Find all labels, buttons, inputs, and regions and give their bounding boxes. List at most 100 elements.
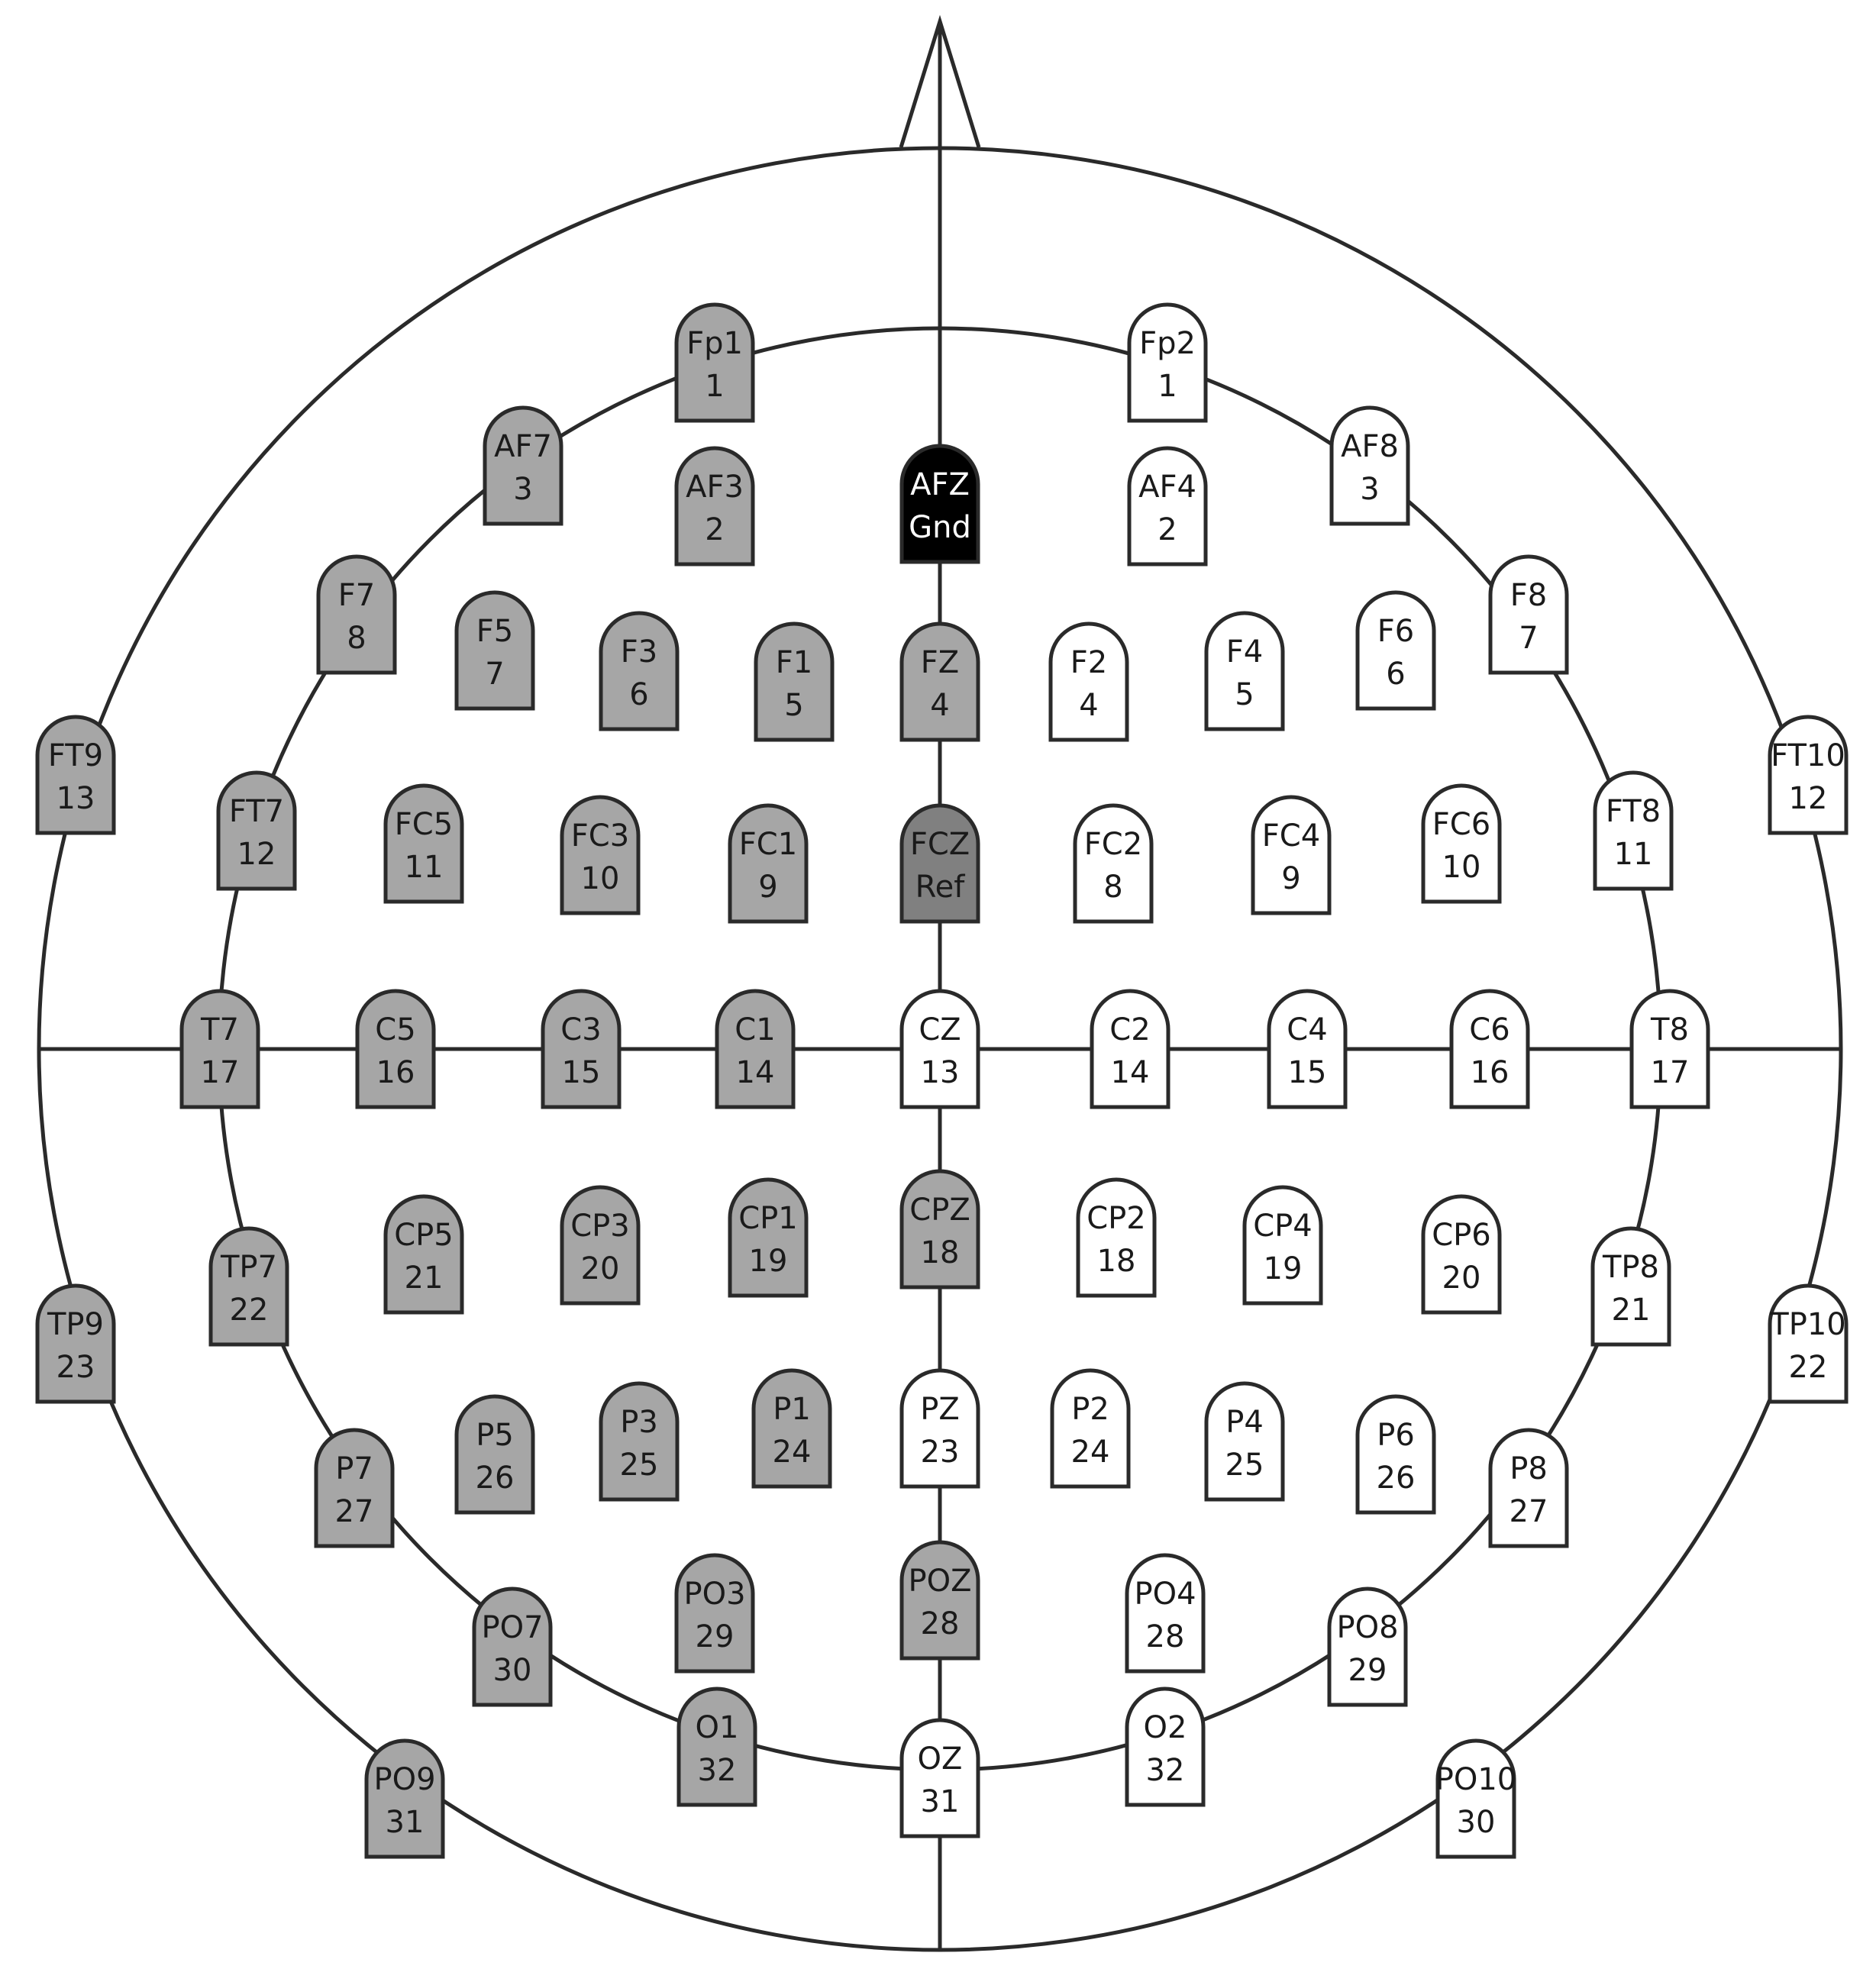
electrode-channel: 12	[237, 837, 276, 872]
electrode-cap	[1329, 405, 1410, 526]
electrode-cap	[1421, 1194, 1502, 1315]
electrode-name: O2	[1144, 1710, 1187, 1745]
electrode-channel: 27	[335, 1494, 374, 1529]
electrode-cap	[1048, 621, 1129, 742]
electrode-channel: 3	[1360, 472, 1379, 507]
electrode-channel: 32	[698, 1753, 737, 1788]
electrode-name: PZ	[920, 1392, 960, 1427]
electrode-cap	[1449, 989, 1530, 1109]
electrode-channel: 7	[1519, 621, 1538, 656]
electrode-channel: 1	[705, 369, 724, 404]
electrode-fz: FZ4	[899, 621, 980, 742]
electrode-cap	[1593, 770, 1674, 891]
electrode-name: AF7	[494, 429, 552, 464]
electrode-channel: 8	[347, 621, 366, 656]
electrode-cap	[899, 1718, 980, 1838]
electrode-channel: 6	[629, 677, 648, 712]
electrode-channel: 5	[1235, 677, 1254, 712]
electrode-channel: 4	[1079, 688, 1098, 723]
electrode-cap	[1127, 446, 1208, 566]
electrode-name: F2	[1070, 645, 1107, 680]
electrode-cap	[35, 715, 116, 835]
electrode-cap	[1327, 1586, 1408, 1707]
electrode-name: FT8	[1606, 794, 1661, 829]
electrode-channel: 23	[57, 1350, 95, 1385]
electrode-channel: 8	[1103, 870, 1122, 905]
electrode-channel: 28	[921, 1606, 960, 1641]
electrode-name: AFZ	[910, 467, 970, 502]
electrode-cap	[454, 1394, 535, 1515]
electrode-f5: F57	[454, 590, 535, 711]
electrode-cap	[483, 405, 563, 526]
electrode-cap	[1768, 1283, 1849, 1404]
electrode-cap	[35, 1283, 116, 1404]
electrode-channel: 29	[1348, 1653, 1387, 1688]
electrode-cap	[899, 989, 980, 1109]
electrode-name: P7	[335, 1451, 373, 1486]
electrode-channel: 29	[696, 1619, 735, 1654]
electrode-name: C5	[375, 1012, 415, 1047]
electrode-channel: 30	[1457, 1805, 1496, 1840]
electrode-name: P2	[1071, 1392, 1109, 1427]
electrode-cap	[355, 989, 436, 1109]
electrode-cap	[751, 1368, 832, 1489]
electrode-name: FZ	[921, 645, 959, 680]
electrode-name: T8	[1650, 1012, 1689, 1047]
electrode-name: F8	[1510, 578, 1547, 613]
electrode-cap	[216, 770, 297, 891]
electrode-cap	[728, 803, 809, 924]
electrode-name: CP5	[394, 1218, 454, 1253]
electrode-name: C3	[560, 1012, 601, 1047]
electrode-cap	[899, 1368, 980, 1489]
electrode-name: CP1	[738, 1201, 798, 1236]
electrode-name: FC6	[1432, 807, 1490, 842]
electrode-name: CP2	[1087, 1201, 1146, 1236]
electrode-channel: Ref	[915, 870, 966, 905]
electrode-name: P1	[773, 1392, 811, 1427]
electrode-channel: 20	[1442, 1260, 1481, 1296]
electrode-name: CP6	[1432, 1218, 1491, 1253]
electrode-cap	[1125, 1553, 1206, 1674]
electrode-cap	[1421, 783, 1502, 904]
electrode-channel: 31	[386, 1805, 425, 1840]
electrode-cap	[754, 621, 835, 742]
electrode-name: P4	[1225, 1405, 1264, 1440]
electrode-name: FT9	[48, 738, 103, 773]
electrode-name: F3	[621, 634, 657, 670]
electrode-channel: 17	[201, 1055, 240, 1090]
electrode-name: CZ	[919, 1012, 961, 1047]
electrode-channel: 25	[1225, 1448, 1264, 1483]
electrode-channel: 26	[1377, 1461, 1416, 1496]
electrode-f4: F45	[1204, 611, 1285, 731]
electrode-name: TP10	[1769, 1307, 1845, 1342]
electrode-cap	[560, 1185, 641, 1306]
electrode-cap	[1435, 1738, 1516, 1859]
electrode-name: C1	[735, 1012, 775, 1047]
electrode-cap	[1125, 1687, 1206, 1807]
electrode-name: P3	[620, 1405, 658, 1440]
electrode-f6: F66	[1355, 590, 1436, 711]
